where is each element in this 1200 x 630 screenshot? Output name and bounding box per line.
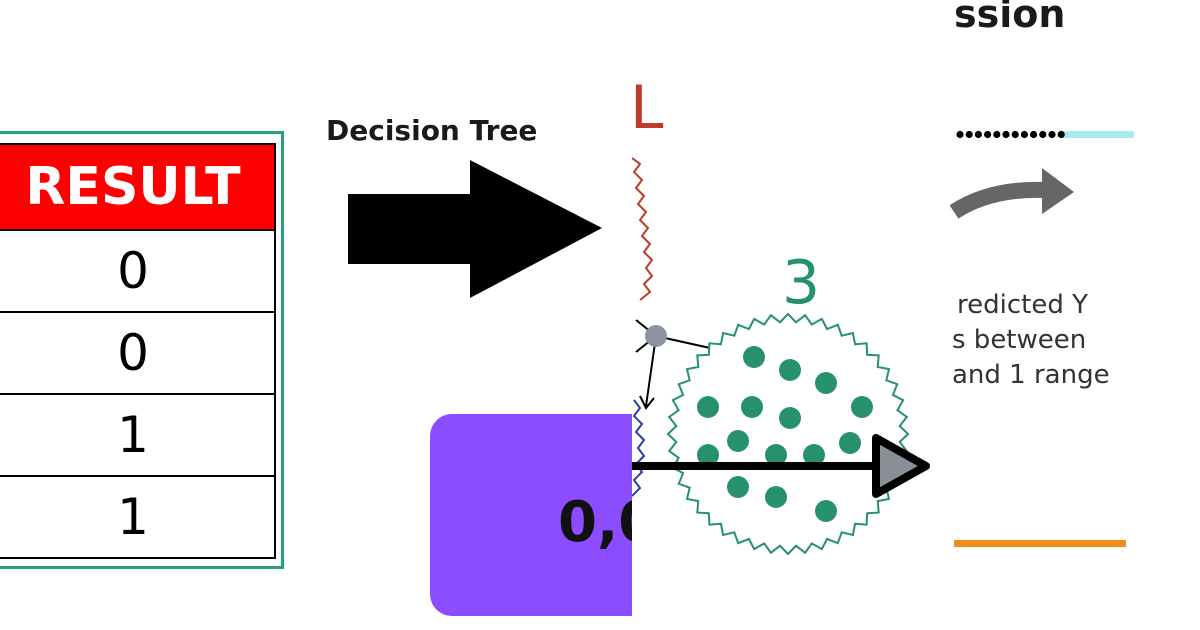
result-cell: 0: [0, 311, 276, 395]
dotted-line-dot: [974, 130, 982, 139]
partial-letter: L: [632, 73, 664, 143]
right-arrow-icon: [348, 160, 602, 298]
cluster-dots: [697, 346, 873, 522]
cluster-outline: [666, 312, 910, 556]
value-card: [430, 414, 632, 616]
orange-line: [954, 540, 1126, 547]
result-cell: 1: [0, 475, 276, 559]
cyan-line: [1062, 131, 1134, 138]
dotted-line-dot: [1048, 130, 1056, 139]
cluster-dot: [839, 432, 861, 454]
dotted-line-dot: [1057, 130, 1065, 139]
table-frame: [0, 131, 284, 569]
cluster-dot: [779, 359, 801, 381]
dotted-line-dot: [956, 130, 964, 139]
dotted-line-dot: [1039, 130, 1047, 139]
cluster-dot: [697, 444, 719, 466]
regression-panel: [950, 0, 1200, 630]
cluster-dot: [765, 444, 787, 466]
cluster-dot: [815, 372, 837, 394]
decision-tree-panel: RESULT 0 0 1 1 Decision Tree 0,0: [0, 114, 632, 616]
result-cell: 0: [0, 229, 276, 313]
value-text: 0,0: [558, 490, 632, 555]
axis-arrow-head-icon: [872, 434, 930, 498]
description-line: and 1 range: [952, 360, 1110, 390]
blue-zigzag-line: [632, 399, 646, 497]
result-header: RESULT: [0, 143, 276, 231]
edge-line: [645, 335, 657, 407]
dotted-line-dot: [984, 130, 992, 139]
arrowhead-icon: [639, 395, 655, 410]
cluster-dot: [765, 486, 787, 508]
dotted-line-dot: [993, 130, 1001, 139]
cluster-dot: [741, 396, 763, 418]
regression-decor: [950, 130, 1134, 547]
dotted-line-dot: [1030, 130, 1038, 139]
result-table: RESULT 0 0 1 1: [0, 143, 276, 559]
dotted-line-dot: [1011, 130, 1019, 139]
cluster-diagram: L: [632, 73, 930, 556]
title-fragment: ssion: [954, 0, 1066, 36]
cluster-dot: [727, 430, 749, 452]
cluster-dot: [779, 407, 801, 429]
dotted-line: [956, 130, 1065, 139]
description-line: s between: [952, 325, 1087, 355]
graph-node: [645, 325, 667, 347]
description-line: redicted Y: [957, 290, 1088, 320]
red-zigzag-line: [632, 157, 654, 301]
result-cell: 1: [0, 393, 276, 477]
cluster-dot: [697, 396, 719, 418]
cluster-label: 3: [782, 248, 821, 318]
cluster-dot: [851, 396, 873, 418]
curved-arrow-head-icon: [1042, 168, 1074, 214]
cluster-dot: [803, 444, 825, 466]
cluster-dot: [727, 476, 749, 498]
cluster-panel: L 3: [632, 0, 950, 630]
decision-tree-label: Decision Tree: [326, 114, 538, 147]
dotted-line-dot: [1020, 130, 1028, 139]
dotted-line-dot: [965, 130, 973, 139]
curved-arrow-icon: [950, 181, 1047, 219]
dotted-line-dot: [1002, 130, 1010, 139]
cluster-dot: [743, 346, 765, 368]
cluster-dot: [815, 500, 837, 522]
